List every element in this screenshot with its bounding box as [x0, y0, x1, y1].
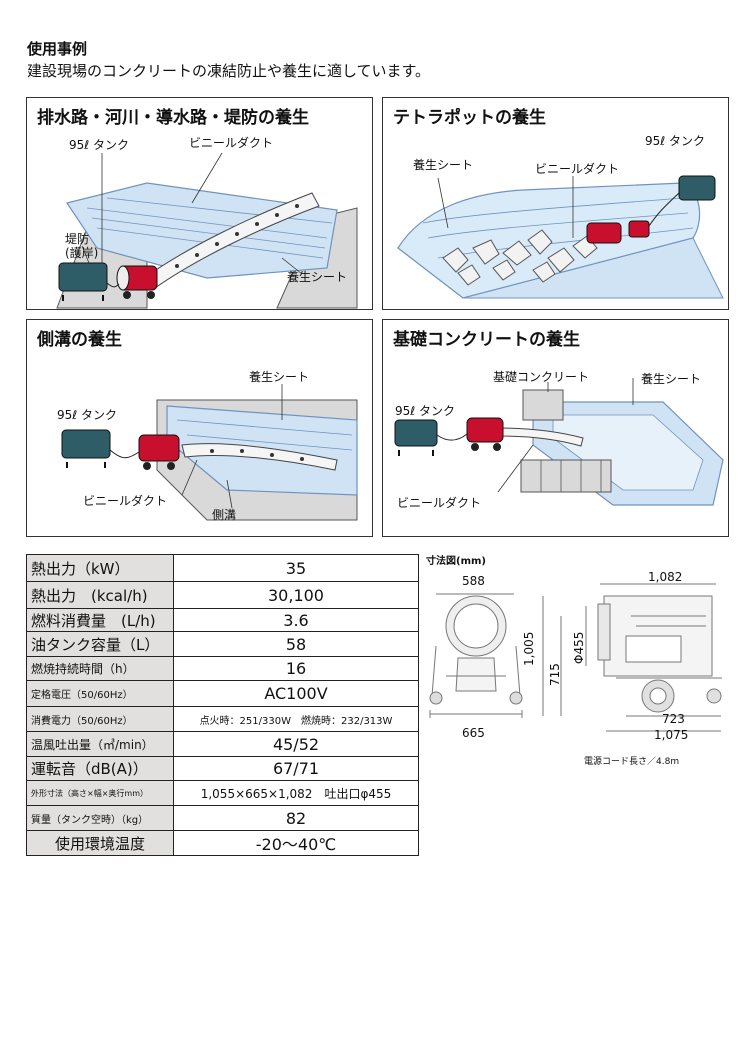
bank-sub-label: (護岸)	[65, 246, 99, 260]
spec-value: 16	[173, 656, 419, 681]
usecase-panel-drainage: 排水路・河川・導水路・堤防の養生	[26, 97, 373, 310]
usecase-panel-gutter: 側溝の養生 養生シート 95ℓ タンク ビニールダクト 側溝	[26, 319, 373, 537]
spec-row: 質量（タンク空時）（kg） 82	[26, 805, 419, 831]
dimensions-title: 寸法図(mm)	[426, 556, 486, 567]
panel-title: 側溝の養生	[37, 330, 122, 350]
spec-row: 熱出力（kW） 35	[26, 554, 419, 582]
spec-row: 温風吐出量（㎥/min） 45/52	[26, 731, 419, 757]
usecase-panel-foundation: 基礎コンクリートの養生 基礎コンクリート 養生シート 95ℓ タンク ビニールダ…	[382, 319, 729, 537]
tank-label: 95ℓ タンク	[69, 138, 130, 152]
spec-label: 燃料消費量 (L/h)	[26, 608, 174, 632]
tank-label: 95ℓ タンク	[395, 404, 456, 418]
duct-label: ビニールダクト	[535, 162, 620, 176]
spec-value: 45/52	[173, 731, 419, 757]
panel-title: テトラポットの養生	[393, 108, 546, 128]
gutter-illustration	[61, 384, 358, 521]
spec-row: 使用環境温度 -20～40℃	[26, 830, 419, 856]
tank-label: 95ℓ タンク	[57, 408, 118, 422]
spec-value: AC100V	[173, 680, 419, 707]
spec-label: 質量（タンク空時）（kg）	[26, 805, 174, 831]
bank-label: 堤防	[65, 232, 90, 246]
foundation-label: 基礎コンクリート	[493, 370, 590, 384]
spec-row: 燃焼持続時間（h） 16	[26, 656, 419, 681]
gutter-label: 側溝	[212, 508, 237, 522]
spec-label: 熱出力 (kcal/h)	[26, 581, 174, 609]
spec-label: 運転音（dB(A)）	[26, 756, 174, 781]
panel-title: 排水路・河川・導水路・堤防の養生	[37, 108, 309, 128]
spec-label: 消費電力（50/60Hz）	[26, 706, 174, 732]
tank-label: 95ℓ タンク	[645, 134, 706, 148]
sheet-label: 養生シート	[249, 370, 310, 384]
spec-label: 温風吐出量（㎥/min）	[26, 731, 174, 757]
spec-value: 58	[173, 631, 419, 657]
spec-row: 熱出力 (kcal/h) 30,100	[26, 581, 419, 609]
sheet-label: 養生シート	[413, 158, 474, 172]
spec-label: 外形寸法（高さ×幅×奥行mm）	[26, 780, 174, 806]
usecase-panel-tetrapod: テトラポットの養生 95ℓ タンク	[382, 97, 729, 310]
spec-value: -20～40℃	[173, 830, 419, 856]
duct-label: ビニールダクト	[189, 136, 274, 150]
page-subtitle: 建設現場のコンクリートの凍結防止や養生に適しています。	[27, 62, 431, 80]
duct-label: ビニールダクト	[397, 496, 482, 510]
spec-row: 運転音（dB(A)） 67/71	[26, 756, 419, 781]
spec-label: 定格電圧（50/60Hz）	[26, 680, 174, 707]
spec-row: 定格電圧（50/60Hz） AC100V	[26, 680, 419, 707]
spec-row: 油タンク容量（L） 58	[26, 631, 419, 657]
dimension-svg	[429, 583, 722, 732]
dim-side-length-top: 1,082	[648, 570, 683, 584]
sheet-label: 養生シート	[641, 372, 702, 386]
spec-value: 1,055×665×1,082 吐出口φ455	[173, 780, 419, 806]
dim-front-width-top: 588	[462, 574, 485, 588]
spec-table: 熱出力（kW） 35 熱出力 (kcal/h) 30,100 燃料消費量 (L/…	[26, 554, 419, 856]
sheet-label: 養生シート	[287, 270, 348, 284]
foundation-illustration	[394, 378, 724, 506]
panel-title: 基礎コンクリートの養生	[393, 330, 580, 350]
spec-value: 35	[173, 554, 419, 582]
spec-row: 燃料消費量 (L/h) 3.6	[26, 608, 419, 632]
spec-value: 3.6	[173, 608, 419, 632]
spec-value: 67/71	[173, 756, 419, 781]
dim-wheelbase: 723	[662, 712, 685, 726]
spec-label: 油タンク容量（L）	[26, 631, 174, 657]
spec-value: 30,100	[173, 581, 419, 609]
spec-value: 82	[173, 805, 419, 831]
spec-label: 熱出力（kW）	[26, 554, 174, 582]
power-cord-note: 電源コード長さ／4.8m	[584, 757, 680, 767]
duct-label: ビニールダクト	[83, 494, 168, 508]
dimension-drawing: 588 665 1,082 1,005 715 Φ455 723 1,075	[426, 566, 726, 756]
dim-base-length: 1,075	[654, 728, 689, 742]
dim-height-total: 1,005	[522, 631, 536, 666]
page-heading: 使用事例	[27, 40, 88, 58]
dim-height-outlet: 715	[548, 663, 562, 686]
spec-row: 消費電力（50/60Hz） 点火時：251/330W 燃焼時：232/313W	[26, 706, 419, 732]
tetrapod-illustration	[396, 175, 724, 299]
spec-label: 燃焼持続時間（h）	[26, 656, 174, 681]
drainage-illustration	[56, 152, 358, 309]
spec-label: 使用環境温度	[26, 830, 174, 856]
dim-front-width-bottom: 665	[462, 726, 485, 740]
spec-value: 点火時：251/330W 燃焼時：232/313W	[173, 706, 419, 732]
dim-outlet-diameter: Φ455	[572, 631, 586, 664]
spec-row: 外形寸法（高さ×幅×奥行mm） 1,055×665×1,082 吐出口φ455	[26, 780, 419, 806]
